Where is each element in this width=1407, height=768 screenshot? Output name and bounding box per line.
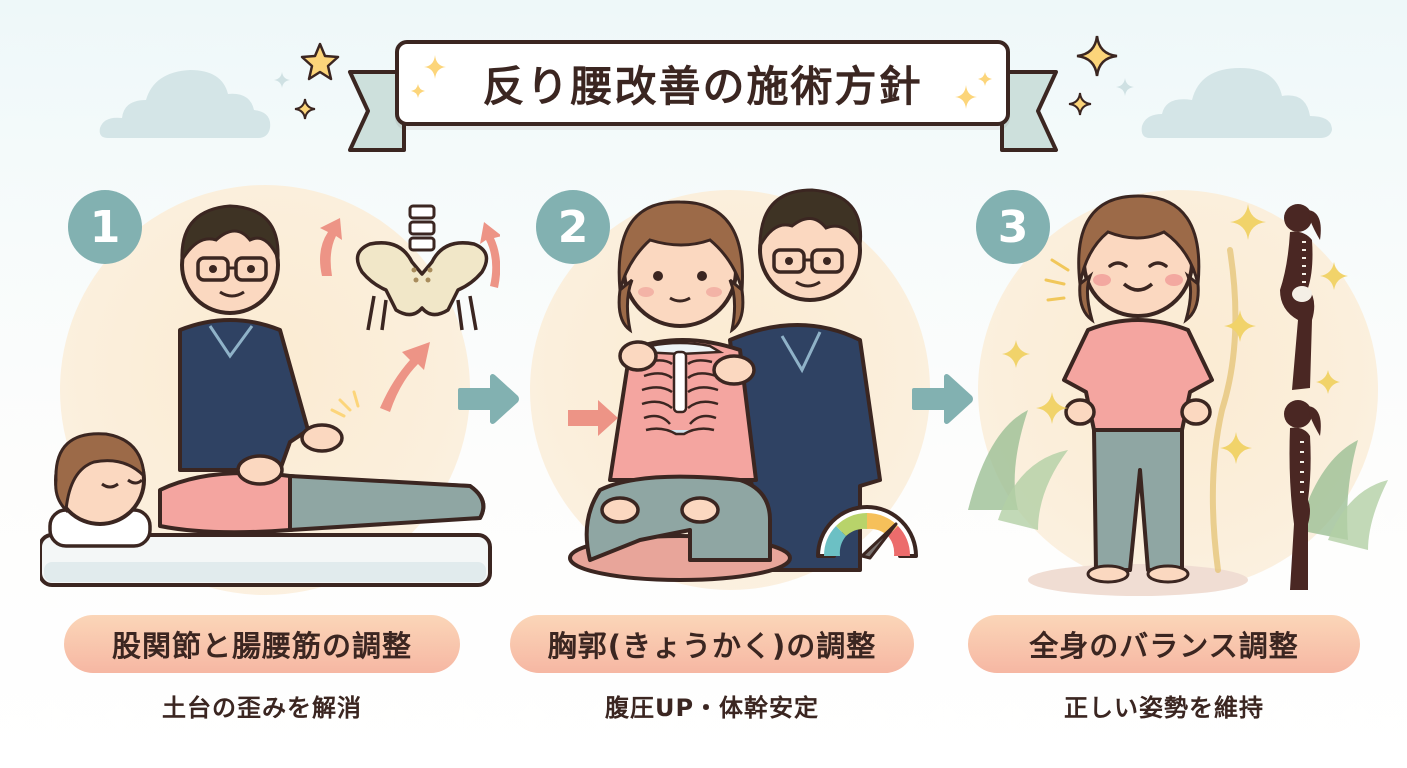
- title-banner: 反り腰改善の施術方針: [395, 40, 1010, 126]
- pressure-gauge-icon: [816, 505, 918, 560]
- sparkle-icon: [424, 55, 446, 79]
- step-badge-3: 3: [976, 190, 1050, 264]
- page-title: 反り腰改善の施術方針: [482, 61, 923, 111]
- sparkle-icon: [978, 72, 992, 86]
- sparkle-icon: [955, 85, 977, 109]
- step-3-heading-pill: 全身のバランス調整: [968, 615, 1360, 673]
- step-panel-3: 3: [968, 180, 1407, 600]
- sparkle-icon: [1116, 78, 1134, 96]
- step-2-heading: 胸郭(きょうかく)の調整: [547, 629, 877, 663]
- sparkle-icon: [274, 72, 290, 88]
- step-badge-2: 2: [536, 190, 610, 264]
- step-3-subtext: 正しい姿勢を維持: [1064, 694, 1264, 722]
- step-panel-1: 1: [40, 180, 500, 600]
- cloud-icon-left: [99, 70, 271, 138]
- flow-arrow-right-icon: [458, 374, 519, 424]
- illustration-practitioner-with-lying-patient: [40, 204, 500, 587]
- flow-arrow-right-icon: [912, 374, 973, 424]
- cloud-icon-right: [1141, 68, 1332, 138]
- step-2-subtext: 腹圧UP・体幹安定: [604, 694, 820, 722]
- illustration-ribcage-adjustment: [568, 188, 882, 582]
- sparkle-icon: [294, 98, 316, 120]
- step-1-heading-pill: 股関節と腸腰筋の調整: [64, 615, 460, 673]
- star-icon: [300, 42, 340, 81]
- sparkle-icon: [1076, 35, 1118, 77]
- step-3-heading: 全身のバランス調整: [1029, 629, 1299, 663]
- step-1-heading: 股関節と腸腰筋の調整: [111, 629, 412, 663]
- ribbon-tail-right: [1000, 70, 1058, 152]
- sparkle-icon: [1068, 92, 1092, 116]
- illustration-balanced-posture: [968, 194, 1388, 596]
- step-2-heading-pill: 胸郭(きょうかく)の調整: [510, 615, 914, 673]
- sparkle-icon: [411, 84, 425, 98]
- step-panel-2: 2: [520, 180, 960, 600]
- step-1-subtext: 土台の歪みを解消: [162, 694, 362, 722]
- step-badge-1: 1: [68, 190, 142, 264]
